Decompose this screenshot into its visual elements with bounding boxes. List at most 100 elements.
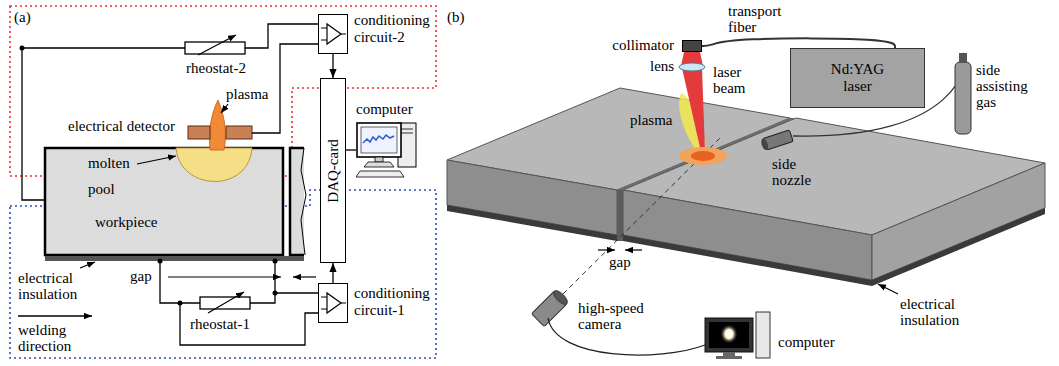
- tower-slots: [401, 129, 413, 133]
- computer-icon-shape: [356, 121, 418, 179]
- daq-card-shape: DAQ-card: [320, 78, 346, 263]
- junction-dot: [158, 259, 163, 264]
- part-label: workpiece: [95, 214, 157, 230]
- gas-valve: [959, 53, 967, 63]
- opamp-triangle: [327, 24, 341, 44]
- gap-arrow: [625, 249, 642, 250]
- part-label: rheostat-1: [190, 316, 250, 332]
- gas-bottle: [955, 62, 971, 134]
- part-label: electrical insulation: [18, 270, 93, 302]
- wire: [22, 48, 185, 200]
- detector-plate: [188, 126, 210, 139]
- side-nozzle: [760, 130, 793, 151]
- dimension-label: gap: [130, 268, 152, 284]
- insulation-strip: [872, 208, 1045, 286]
- signal-connector: [332, 263, 333, 283]
- junction-dot: [273, 291, 278, 296]
- plasma-spot: [679, 147, 727, 165]
- monitor-neck: [723, 352, 735, 356]
- laser-source-shape: Nd:YAG laser: [790, 48, 925, 108]
- part-label: molten pool: [88, 150, 140, 202]
- panel-tag: (a): [14, 9, 31, 25]
- part-label: electrical insulation: [900, 296, 975, 328]
- detector-plate: [226, 126, 252, 139]
- leader-arrow: [80, 262, 95, 268]
- monitor-frame: [705, 318, 753, 352]
- conditioning-circuit: conditioning circuit-2: [318, 14, 348, 54]
- dimension-label: gap: [609, 254, 631, 270]
- plasma-spot: [691, 151, 715, 161]
- computer-symbol: [356, 121, 418, 179]
- gap-arrow: [168, 276, 281, 277]
- opamp-triangle: [327, 293, 341, 313]
- signal-connector: [346, 149, 356, 150]
- camera-symbol: [531, 288, 569, 326]
- fiber-connector: [702, 38, 895, 48]
- molten-pool: [176, 148, 252, 181]
- node-text: collimator: [612, 37, 674, 54]
- monitor-screen: [361, 127, 397, 153]
- signal-trace: [363, 135, 394, 143]
- part-label: side nozzle: [772, 156, 820, 188]
- wire: [245, 24, 318, 48]
- conditioning-circuit-shape: [318, 14, 348, 54]
- node-text: conditioning circuit-1: [354, 285, 444, 319]
- panel-tag: (b): [447, 9, 465, 25]
- part-label: side assisting gas: [976, 62, 1041, 110]
- laser-source: Nd:YAG laser: [790, 48, 925, 108]
- node-text: computer: [356, 100, 418, 118]
- monitor-base: [716, 356, 742, 359]
- break-line: [301, 148, 306, 255]
- monitor-neck: [375, 157, 383, 162]
- nozzle-tip: [760, 138, 769, 151]
- gap-seam: [617, 190, 623, 241]
- direction-arrow: [18, 315, 92, 316]
- junction-dot: [20, 46, 25, 51]
- opamp-pins: [321, 297, 346, 309]
- opamp-symbol: [319, 15, 346, 52]
- gap-arrow: [598, 249, 615, 250]
- monitor-frame: [357, 123, 401, 157]
- collimator: collimator: [682, 40, 702, 52]
- workpiece-plate: [45, 148, 283, 255]
- collimator-shape: [682, 40, 702, 52]
- edge-label: transport fiber: [728, 3, 798, 35]
- node-text: Nd:YAG laser: [827, 61, 889, 95]
- lens-symbol: [679, 63, 705, 71]
- insulation-strip: [447, 205, 617, 241]
- part-label: rheostat-2: [186, 60, 246, 76]
- keyboard: [356, 171, 404, 177]
- resistor-symbol: [185, 42, 245, 54]
- opamp-symbol: [319, 284, 346, 321]
- plasma-plume: [209, 100, 225, 150]
- rheostat-arrow: [208, 292, 244, 313]
- laser-beam: [682, 68, 705, 152]
- direction-label: welding direction: [18, 322, 88, 354]
- leader-arrow: [878, 284, 898, 294]
- conditioning-circuit-shape: [318, 283, 348, 323]
- part-label: high-speed camera: [578, 300, 653, 332]
- opamp-pins: [321, 28, 346, 40]
- camera-cable: [548, 318, 705, 355]
- conditioning-circuit: conditioning circuit-1: [318, 283, 348, 323]
- screen-glow: [720, 324, 738, 344]
- node-text: DAQ-card: [325, 139, 342, 202]
- junction-dot: [178, 301, 183, 306]
- monitor-screen: [709, 322, 749, 348]
- insulation-strip: [45, 256, 304, 261]
- leader-arrow: [137, 156, 176, 164]
- node-text: conditioning circuit-2: [354, 12, 444, 46]
- leader-arrow: [221, 104, 228, 113]
- part-label: laser beam: [713, 64, 758, 96]
- computer-icon: computer: [356, 100, 418, 179]
- insulation-strip: [623, 235, 872, 286]
- part-label: lens: [650, 58, 674, 74]
- part-label: plasma: [630, 112, 673, 128]
- wire: [160, 261, 200, 303]
- monitor-base: [364, 162, 394, 167]
- computer-tower: [756, 312, 770, 358]
- part-label: plasma: [226, 86, 269, 102]
- wire: [275, 292, 318, 293]
- block-face: [623, 190, 872, 280]
